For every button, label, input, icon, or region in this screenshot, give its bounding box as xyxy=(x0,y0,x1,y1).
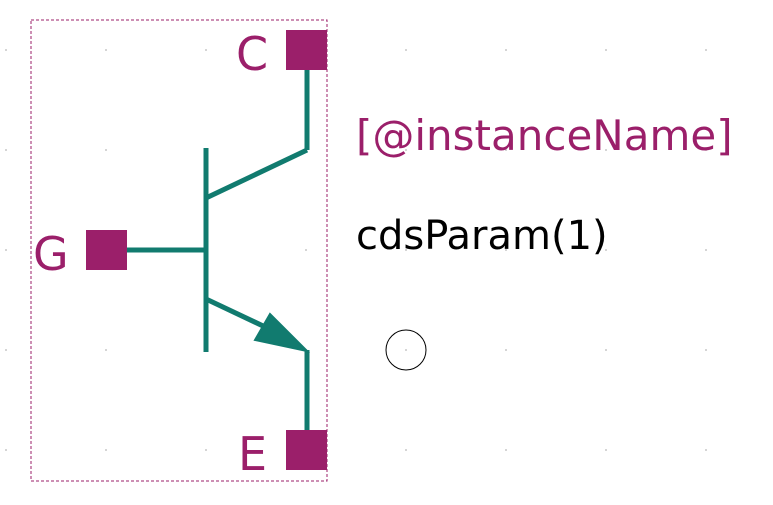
grid-dot xyxy=(405,149,407,151)
grid-dot xyxy=(5,149,7,151)
instance-name-label[interactable]: [@instanceName] xyxy=(356,111,733,160)
pin-label-emitter: E xyxy=(238,427,267,481)
grid-dot xyxy=(705,449,707,451)
grid-dot xyxy=(705,49,707,51)
grid-dot xyxy=(105,449,107,451)
grid-dot xyxy=(705,149,707,151)
grid-dot xyxy=(505,49,507,51)
selection-box xyxy=(30,19,328,482)
grid-dot xyxy=(605,249,607,251)
grid-dot xyxy=(405,449,407,451)
grid-dot xyxy=(705,249,707,251)
grid-dot xyxy=(5,449,7,451)
pin-label-gate: G xyxy=(33,227,69,281)
grid-dot xyxy=(405,249,407,251)
grid-dot xyxy=(305,249,307,251)
grid-dot xyxy=(505,249,507,251)
grid-dot xyxy=(605,349,607,351)
grid-dot xyxy=(5,249,7,251)
grid-dot xyxy=(105,349,107,351)
grid-dot xyxy=(105,149,107,151)
grid-dot xyxy=(705,349,707,351)
pin-collector[interactable] xyxy=(286,30,327,70)
grid-dot xyxy=(405,49,407,51)
grid-dot xyxy=(605,49,607,51)
grid-dot xyxy=(5,49,7,51)
pin-gate[interactable] xyxy=(86,230,127,270)
origin-marker xyxy=(385,329,427,371)
collector-diagonal xyxy=(204,147,309,201)
pin-label-collector: C xyxy=(236,27,268,81)
param-label[interactable]: cdsParam(1) xyxy=(356,213,608,259)
igbt-symbol[interactable] xyxy=(106,50,311,451)
grid-dot xyxy=(505,449,507,451)
grid-dot xyxy=(205,49,207,51)
grid-dot xyxy=(205,449,207,451)
grid-dot xyxy=(105,49,107,51)
grid-dot xyxy=(605,449,607,451)
grid-dot xyxy=(5,349,7,351)
pin-emitter[interactable] xyxy=(286,430,327,470)
grid-dot xyxy=(505,349,507,351)
emitter-arrow-icon xyxy=(253,312,311,353)
grid-dot xyxy=(605,149,607,151)
grid-dot xyxy=(405,349,407,351)
grid-dot xyxy=(505,149,507,151)
